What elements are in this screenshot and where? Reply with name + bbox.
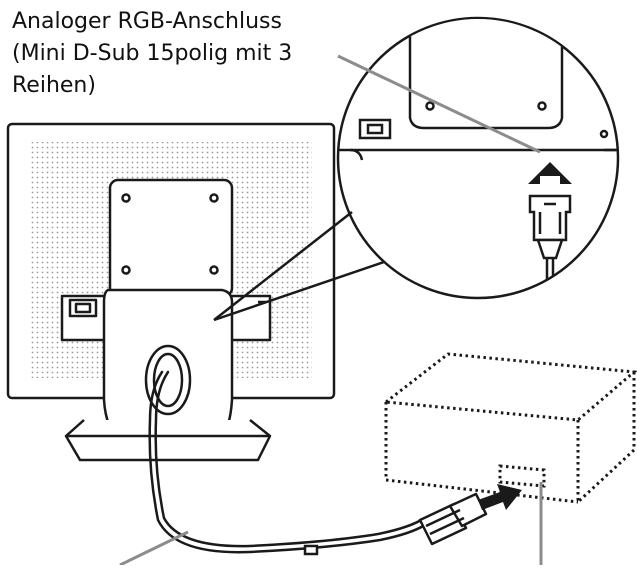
cable-leader (119, 530, 189, 567)
mount-screw-icon (121, 265, 131, 275)
zoom-cone-lines (213, 211, 385, 322)
monitor-rear-illustration (6, 122, 336, 462)
mount-screw-icon (121, 193, 131, 203)
mount-screw-icon (209, 193, 219, 203)
signal-cable (148, 370, 427, 556)
rgb-connector-label: Analoger RGB-Anschluss (Mini D-Sub 15pol… (12, 9, 293, 98)
connector-zoom-circle (336, 16, 620, 300)
insert-arrow-icon (478, 484, 522, 510)
label-leader (337, 54, 541, 154)
zoom-screw-icon (425, 101, 435, 111)
monitor-stand-base (64, 419, 272, 462)
zoom-insert-arrow-icon (528, 162, 572, 184)
mount-screw-icon (209, 265, 219, 275)
zoom-screw-icon (537, 101, 547, 111)
zoom-vga-plug-icon (528, 194, 572, 290)
vga-plug-icon (418, 492, 488, 546)
computer-box-illustration (382, 352, 637, 504)
